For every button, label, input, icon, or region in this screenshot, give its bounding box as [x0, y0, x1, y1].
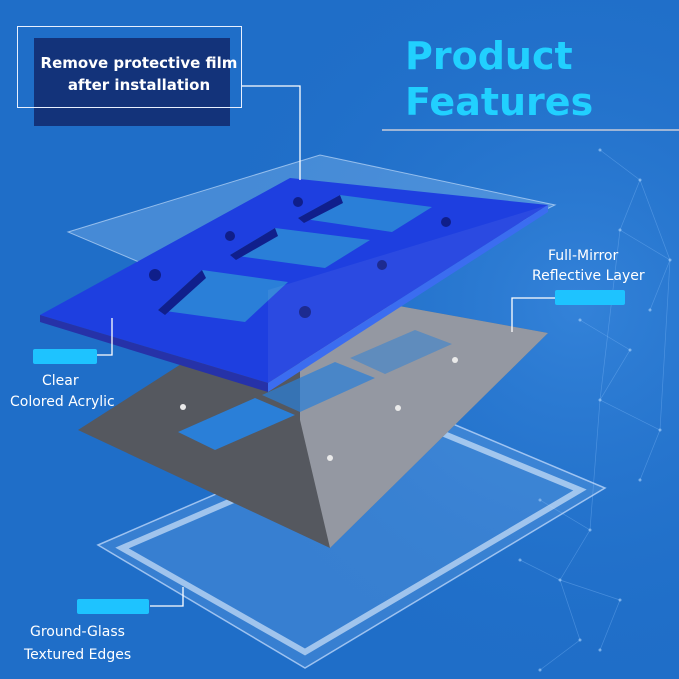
- callout-line-2: after installation: [67, 76, 211, 94]
- leader-lines: [97, 85, 555, 607]
- title-line-1: Product: [405, 34, 573, 78]
- acrylic-label-line-2: Colored Acrylic: [10, 394, 115, 410]
- mirror-label-line-1: Full-Mirror: [548, 248, 619, 264]
- callout-box: [34, 38, 230, 126]
- mirror-layer: [78, 288, 548, 548]
- title-rule: [382, 129, 679, 131]
- glass-label-line-2: Textured Edges: [24, 647, 132, 663]
- mirror-label-line-2: Reflective Layer: [532, 268, 645, 284]
- glass-label-pill: [77, 599, 149, 614]
- colored-acrylic-plate: [40, 178, 548, 392]
- mirror-label-pill: [555, 290, 625, 305]
- callout-protective-film: Remove protective film after installatio…: [34, 52, 244, 96]
- title-line-2: Features: [405, 80, 594, 124]
- acrylic-label-line-1: Clear: [42, 373, 79, 389]
- callout-frame: [17, 26, 242, 108]
- callout-line-1: Remove protective film: [40, 54, 238, 72]
- acrylic-label-pill: [33, 349, 97, 364]
- glass-label-line-1: Ground-Glass: [30, 624, 125, 640]
